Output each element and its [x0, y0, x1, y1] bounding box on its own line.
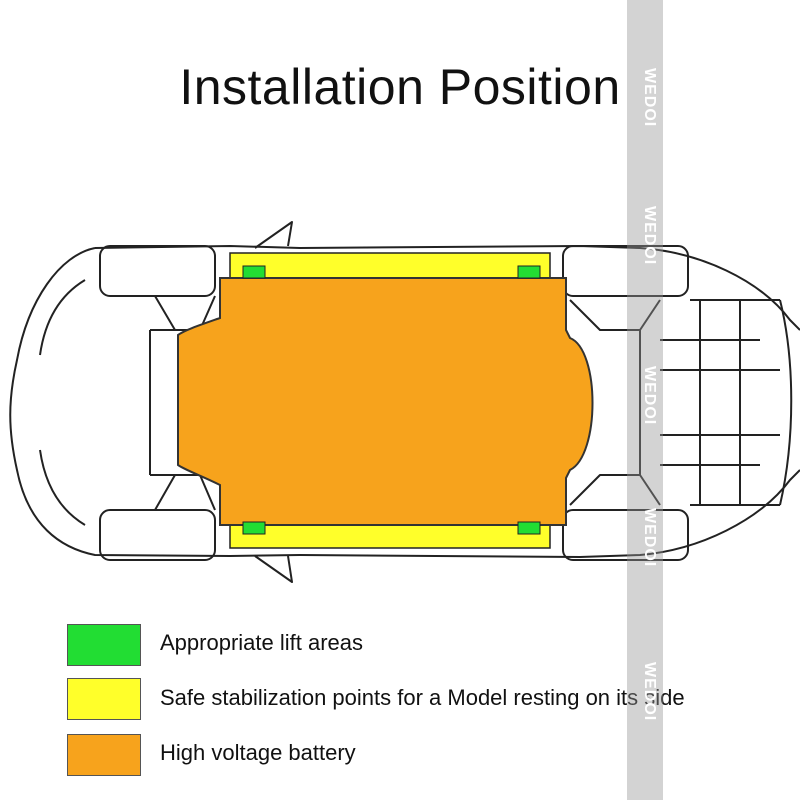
watermark-bar	[627, 0, 663, 800]
legend-swatch-battery	[67, 734, 141, 776]
legend-label-lift: Appropriate lift areas	[160, 630, 363, 655]
lift-pad-rear-right	[517, 521, 541, 535]
diagram-title: Installation Position	[179, 59, 621, 115]
watermark-text-4: WEDOI	[641, 508, 658, 568]
lift-pad-front-left	[242, 265, 266, 279]
rear-right-wheel	[562, 509, 689, 561]
high-voltage-battery-zone	[177, 277, 594, 526]
lift-pad-rear-left	[517, 265, 541, 279]
lift-pad-front-right	[242, 521, 266, 535]
front-right-wheel	[99, 509, 216, 561]
watermark-text-5: WEDOI	[641, 662, 658, 722]
watermark-text-3: WEDOI	[641, 366, 658, 426]
front-left-wheel	[99, 245, 216, 297]
legend-label-battery: High voltage battery	[160, 740, 356, 765]
rear-left-wheel	[562, 245, 689, 297]
legend-label-stabilization: Safe stabilization points for a Model re…	[160, 685, 685, 710]
left-mirror-shape	[254, 221, 293, 249]
watermark-text-1: WEDOI	[641, 68, 658, 128]
watermark-text-2: WEDOI	[641, 206, 658, 266]
right-mirror-shape	[254, 555, 293, 583]
legend-swatch-stabilization	[67, 678, 141, 720]
legend-swatch-lift	[67, 624, 141, 666]
